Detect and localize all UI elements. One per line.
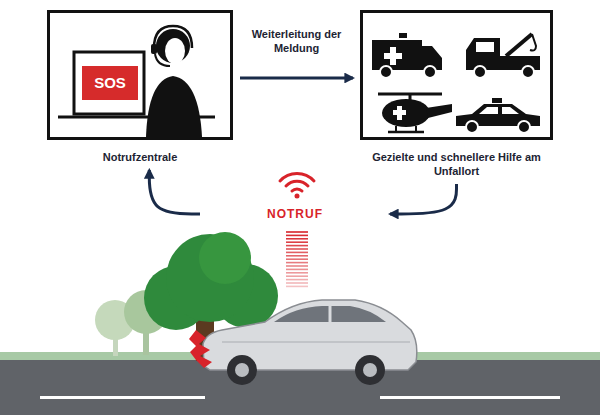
signal-waves: [280, 173, 314, 191]
sos-screen: [82, 66, 138, 100]
signal-dot: [295, 194, 300, 199]
car-window: [274, 306, 386, 322]
police-car-icon: [456, 98, 540, 133]
beam-bar: [286, 258, 308, 260]
truck-window: [476, 42, 494, 52]
tow-truck-icon: [466, 34, 540, 78]
crashed-car: [189, 300, 417, 385]
car-pillar: [329, 306, 332, 322]
signal-arc: [280, 173, 314, 181]
skid: [388, 131, 424, 134]
alarm-text: NOTRUF: [200, 205, 390, 223]
wheel: [424, 66, 436, 78]
call-centre-panel: Notrufzentrale: [47, 10, 233, 164]
flow-arrow: [240, 77, 353, 80]
call-centre-icon: [58, 26, 215, 137]
beam-bar: [286, 235, 308, 237]
car-hub: [235, 363, 249, 377]
panel-frame: [47, 10, 233, 140]
siren-light: [492, 98, 502, 103]
beam-bar: [286, 265, 308, 267]
flow-arrow: [149, 170, 200, 214]
wheel: [518, 121, 530, 133]
hook: [530, 34, 536, 51]
panel-frame: [360, 10, 553, 140]
signal-beam: [286, 232, 308, 286]
beam-bar: [286, 286, 308, 288]
headset-ear: [151, 44, 157, 54]
beam-bar: [286, 238, 308, 240]
beam-bar: [286, 275, 308, 277]
lane-dash: [40, 396, 205, 399]
cross: [393, 110, 406, 115]
ambulance-icon: [372, 33, 442, 78]
beam-bar: [286, 252, 308, 254]
beam-bar: [286, 248, 308, 250]
panel-caption: Gezielte und schnellere Hilfe am Unfallo…: [360, 150, 553, 178]
beam-bar: [286, 262, 308, 264]
beam-bar: [286, 272, 308, 274]
wheel: [474, 66, 486, 78]
car-window: [502, 107, 519, 114]
emergency-call: NOTRUF: [200, 205, 390, 223]
skid: [395, 126, 397, 132]
car-wheel: [355, 355, 385, 385]
helicopter-body: [382, 99, 430, 127]
panel-caption: Notrufzentrale: [47, 150, 233, 164]
beam-bar: [286, 255, 308, 257]
monitor: [74, 52, 144, 114]
operator-body: [146, 76, 202, 137]
skid: [415, 126, 417, 132]
car-hub: [363, 363, 377, 377]
beam-bar: [286, 245, 308, 247]
helicopter-icon: [378, 94, 452, 132]
wheel: [522, 66, 534, 78]
rotor-mast: [409, 94, 412, 100]
beam-bar: [286, 269, 308, 271]
car-line: [222, 342, 410, 343]
beam-bar: [286, 282, 308, 284]
operator-hair: [156, 29, 190, 63]
siren-light: [399, 33, 407, 38]
flow-arrow: [390, 184, 457, 214]
tree-crown: [199, 232, 251, 284]
lane-dash: [380, 396, 560, 399]
beam-bar: [286, 279, 308, 281]
beam-bar: [286, 241, 308, 243]
tail: [426, 104, 452, 118]
edge-label: Weiterleitung der Meldung: [242, 26, 352, 56]
signal-arc: [286, 181, 308, 186]
wheel: [466, 121, 478, 133]
wheel: [380, 66, 392, 78]
signal-arc: [292, 189, 302, 191]
rescue-panel: Gezielte und schnellere Hilfe am Unfallo…: [360, 10, 553, 178]
crash-marks: [189, 330, 212, 368]
cross: [384, 53, 402, 59]
headset-mic: [155, 54, 170, 66]
beam-bar: [286, 231, 308, 233]
car-wheel: [227, 355, 257, 385]
car-window: [479, 107, 498, 114]
crane: [506, 34, 532, 56]
headset: [154, 26, 192, 48]
operator-face: [165, 38, 185, 64]
screen-text: SOS: [82, 74, 138, 92]
